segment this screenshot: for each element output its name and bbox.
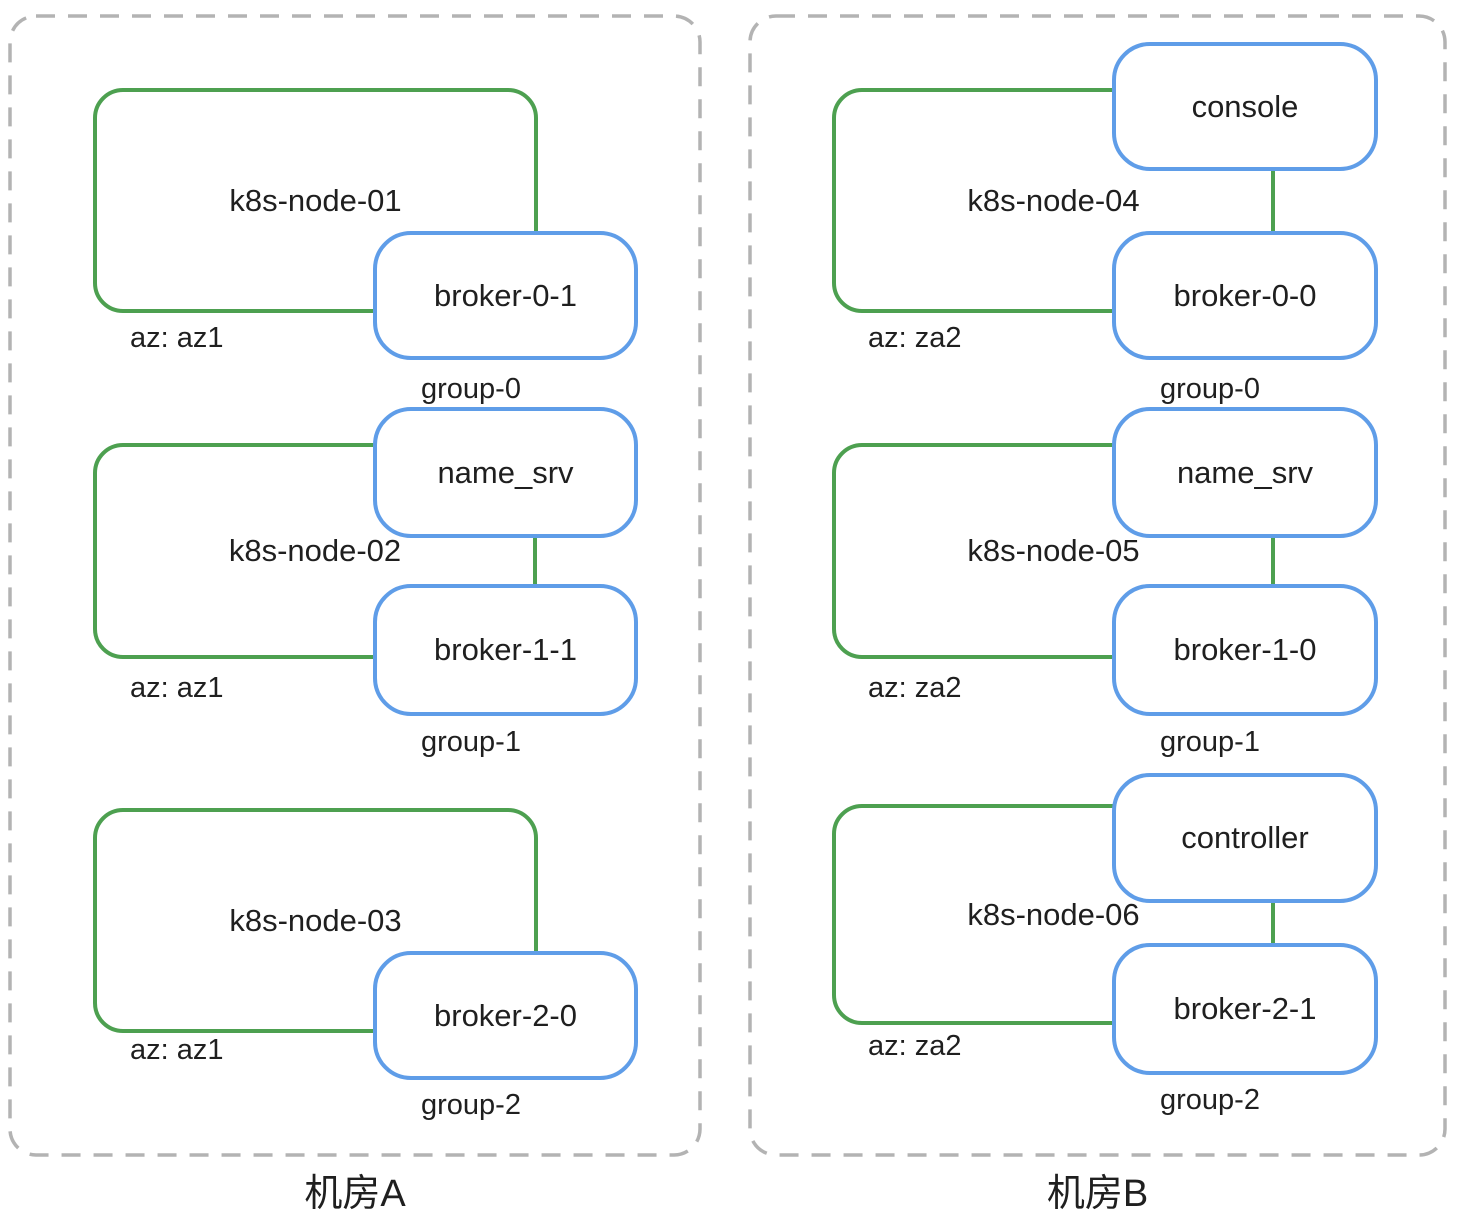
k8s-node-03-label: k8s-node-03 <box>229 902 402 938</box>
node-01-group-label: group-0 <box>421 373 521 405</box>
service-broker-2-1-label: broker-2-1 <box>1173 991 1317 1026</box>
node-03-az-label: az: az1 <box>130 1034 224 1066</box>
k8s-node-01-label: k8s-node-01 <box>229 182 402 218</box>
service-broker-0-0: broker-0-0 <box>1112 231 1378 360</box>
service-broker-0-1: broker-0-1 <box>373 231 638 360</box>
service-controller: controller <box>1112 773 1378 903</box>
node-01-az-label: az: az1 <box>130 322 224 354</box>
service-console: console <box>1112 42 1378 171</box>
service-controller-label: controller <box>1181 820 1309 855</box>
service-broker-1-0-label: broker-1-0 <box>1173 632 1317 667</box>
datacenter-a-label: 机房A <box>304 1173 406 1215</box>
service-name-srv-b: name_srv <box>1112 407 1378 538</box>
node-03-group-label: group-2 <box>421 1089 521 1121</box>
k8s-node-06-label: k8s-node-06 <box>967 896 1140 932</box>
k8s-node-05-label: k8s-node-05 <box>967 533 1140 568</box>
service-broker-0-0-label: broker-0-0 <box>1173 277 1317 313</box>
service-broker-2-0-label: broker-2-0 <box>434 997 577 1033</box>
datacenter-b-label: 机房B <box>1046 1173 1149 1215</box>
service-console-label: console <box>1191 88 1299 124</box>
service-name-srv-a-label: name_srv <box>437 454 574 490</box>
k8s-node-02-label: k8s-node-02 <box>228 533 402 568</box>
node-04-group-label: group-0 <box>1160 373 1260 405</box>
node-05-group-label: group-1 <box>1160 726 1260 758</box>
service-broker-2-0: broker-2-0 <box>373 951 638 1080</box>
service-broker-1-1-label: broker-1-1 <box>434 632 577 667</box>
node-05-az-label: az: za2 <box>868 672 962 704</box>
service-name-srv-b-label: name_srv <box>1176 454 1314 490</box>
node-04-az-label: az: za2 <box>868 322 962 354</box>
service-name-srv-a: name_srv <box>373 407 638 538</box>
service-broker-2-1: broker-2-1 <box>1112 943 1378 1075</box>
k8s-node-04-label: k8s-node-04 <box>967 182 1140 218</box>
node-02-az-label: az: az1 <box>130 672 224 704</box>
node-06-group-label: group-2 <box>1160 1084 1260 1116</box>
service-broker-1-1: broker-1-1 <box>373 584 638 716</box>
service-broker-0-1-label: broker-0-1 <box>434 277 577 313</box>
service-broker-1-0: broker-1-0 <box>1112 584 1378 716</box>
node-02-group-label: group-1 <box>421 726 521 758</box>
node-06-az-label: az: za2 <box>868 1030 962 1062</box>
